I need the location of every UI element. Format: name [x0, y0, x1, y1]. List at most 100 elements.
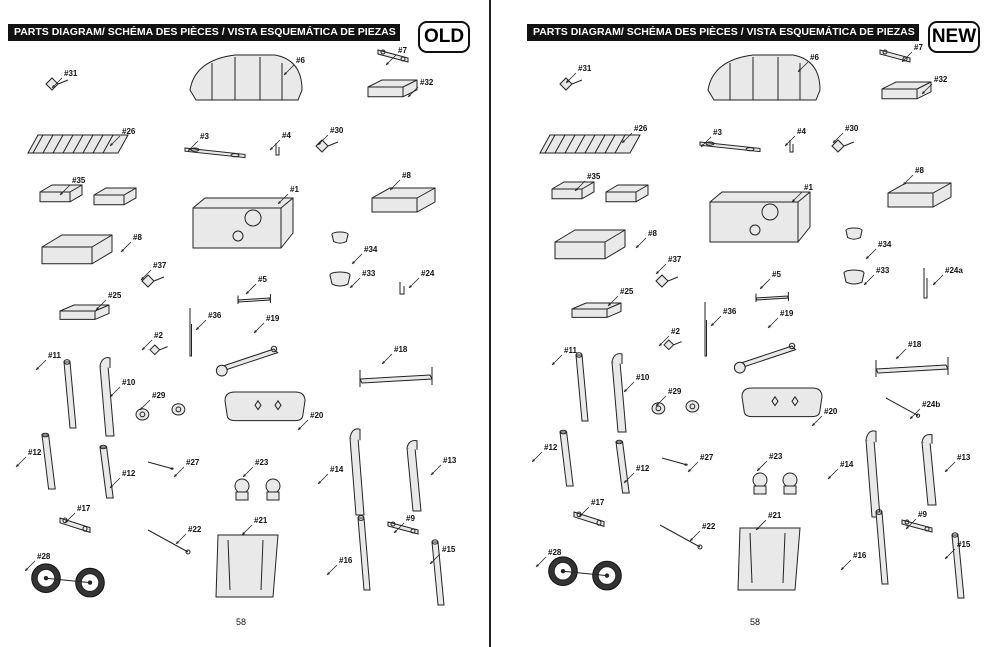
part-drawing [572, 303, 621, 317]
part-label: #20 [310, 411, 324, 420]
part-label: #25 [620, 287, 634, 296]
part-label: #31 [578, 64, 592, 73]
part-drawing [148, 530, 190, 554]
arrowhead [622, 140, 625, 143]
part-label: #26 [122, 127, 136, 136]
part-drawing [700, 142, 760, 152]
arrowhead [431, 472, 434, 475]
arrowhead [866, 256, 869, 259]
part-label: #19 [266, 314, 280, 323]
arrowhead [690, 538, 693, 541]
arrowhead [386, 62, 389, 65]
part-drawing [94, 188, 136, 205]
part-label: #1 [290, 185, 299, 194]
part-drawing [738, 528, 800, 590]
arrowhead [327, 572, 330, 575]
part-label: #11 [564, 346, 577, 355]
part-drawing [576, 353, 588, 421]
part-label: #32 [934, 75, 948, 84]
arrowhead [16, 464, 19, 467]
part-label: #35 [587, 172, 601, 181]
part-drawing [400, 282, 404, 294]
part-drawing [888, 183, 951, 207]
arrowhead [757, 468, 760, 471]
part-drawing [185, 148, 245, 158]
arrowhead [828, 476, 831, 479]
part-label: #37 [668, 255, 682, 264]
part-label: #24a [945, 266, 963, 275]
arrowhead [176, 541, 179, 544]
part-drawing [552, 182, 594, 199]
part-drawing [686, 401, 699, 412]
arrowhead [270, 147, 273, 150]
part-drawing [560, 78, 582, 90]
part-label: #3 [713, 128, 722, 137]
part-label: #36 [723, 307, 737, 316]
part-label: #13 [443, 456, 457, 465]
arrowhead [318, 142, 321, 145]
arrowhead [841, 567, 844, 570]
part-label: #13 [957, 453, 971, 462]
part-drawing [42, 433, 55, 489]
part-drawing [846, 228, 862, 239]
part-drawing [756, 292, 788, 302]
part-label: #31 [64, 69, 78, 78]
arrowhead [298, 427, 301, 430]
part-drawing [742, 388, 822, 417]
part-label: #22 [702, 522, 716, 531]
part-label: #8 [402, 171, 411, 180]
part-label: #15 [442, 545, 456, 554]
part-label: #2 [671, 327, 680, 336]
arrowhead [833, 140, 836, 143]
part-label: #9 [918, 510, 927, 519]
part-label: #5 [772, 270, 781, 279]
part-label: #24 [421, 269, 435, 278]
part-label: #37 [153, 261, 167, 270]
arrowhead [906, 526, 909, 529]
part-drawing [360, 367, 432, 387]
part-drawing [708, 55, 820, 100]
part-drawing [880, 50, 910, 62]
part-drawing [225, 392, 305, 421]
arrowhead [96, 307, 99, 310]
part-drawing [350, 429, 364, 515]
arrowhead [711, 323, 714, 326]
part-label: #17 [591, 498, 605, 507]
arrowhead [910, 416, 913, 419]
arrowhead [792, 199, 795, 202]
part-drawing [216, 346, 277, 376]
arrowhead [188, 148, 191, 151]
part-drawing [358, 516, 370, 590]
arrowhead [760, 286, 763, 289]
arrowhead [701, 144, 704, 147]
part-drawing [407, 441, 421, 512]
page-divider [489, 0, 491, 647]
arrowhead [688, 469, 691, 472]
part-drawing [60, 305, 109, 319]
part-drawing [656, 275, 678, 287]
arrowhead [36, 367, 39, 370]
part-label: #21 [254, 516, 268, 525]
arrowhead [352, 261, 355, 264]
part-drawing [540, 135, 640, 153]
arrowhead [394, 530, 397, 533]
part-label: #16 [853, 551, 867, 560]
part-label: #32 [420, 78, 434, 87]
part-drawing [368, 80, 417, 97]
arrowhead [566, 80, 569, 83]
arrowhead [140, 407, 143, 410]
arrowhead [532, 459, 535, 462]
arrowhead [408, 94, 411, 97]
arrowhead [624, 389, 627, 392]
part-label: #17 [77, 504, 91, 513]
part-drawing [266, 479, 280, 500]
arrowhead [254, 330, 257, 333]
part-drawing [549, 557, 622, 590]
part-drawing [32, 564, 105, 597]
part-drawing [136, 409, 149, 420]
arrowhead [246, 291, 249, 294]
parts-diagram: #31#6#7#32#26#3#4#30#35#1#8#8#34#37#5#33… [0, 46, 457, 647]
part-label: #36 [208, 311, 222, 320]
part-drawing [388, 522, 418, 534]
arrowhead [768, 325, 771, 328]
